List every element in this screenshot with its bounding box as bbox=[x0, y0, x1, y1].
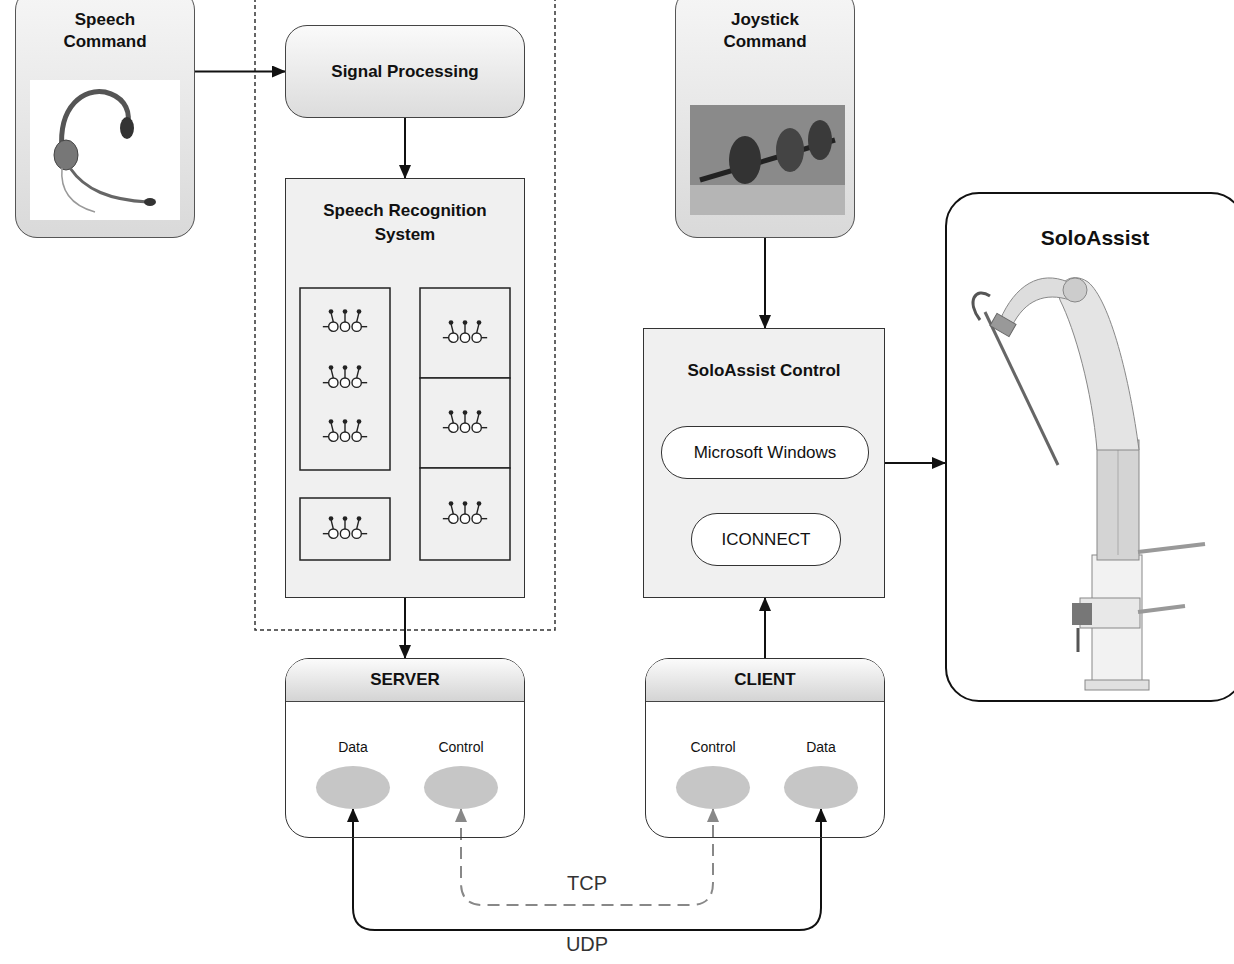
headset-earpiece bbox=[54, 140, 78, 170]
robot-scope bbox=[985, 312, 1058, 465]
headset-mic bbox=[144, 198, 156, 206]
connector-arrow bbox=[195, 71, 285, 73]
dashed-region bbox=[255, 0, 555, 630]
robot-handle bbox=[1138, 606, 1185, 612]
joystick-knob bbox=[776, 128, 804, 172]
port-node: Control bbox=[424, 737, 498, 809]
robot-column bbox=[1097, 440, 1139, 560]
software-pill: Microsoft Windows bbox=[661, 426, 869, 479]
client-box: CLIENT Control Data bbox=[645, 658, 885, 838]
connector-arrow bbox=[353, 809, 821, 930]
edge-label: TCP bbox=[563, 872, 611, 895]
node-label: Data bbox=[784, 737, 858, 757]
model-group bbox=[420, 468, 510, 560]
connector-arrow bbox=[461, 809, 713, 905]
control-box: SoloAssist ControlMicrosoft WindowsICONN… bbox=[643, 328, 885, 598]
node-label: CLIENT bbox=[646, 659, 884, 702]
robot-forearm bbox=[1000, 278, 1070, 326]
joystick-photo bbox=[690, 105, 845, 215]
robot-joint bbox=[1063, 278, 1087, 302]
input-box: Speech Command bbox=[15, 0, 195, 238]
hmm-icon bbox=[323, 419, 367, 441]
hmm-icon bbox=[323, 365, 367, 387]
node-label: ICONNECT bbox=[714, 530, 819, 550]
port-ellipse bbox=[316, 766, 390, 809]
node-label: Joystick Command bbox=[710, 9, 820, 53]
model-group bbox=[300, 288, 390, 470]
headset-photo bbox=[30, 80, 180, 220]
robot-handle bbox=[1138, 544, 1205, 552]
hmm-icon bbox=[443, 410, 487, 432]
software-pill: ICONNECT bbox=[691, 513, 841, 566]
port-node: Data bbox=[316, 737, 390, 809]
robot-plate bbox=[1085, 680, 1149, 690]
node-label: SoloAssist Control bbox=[644, 359, 884, 383]
box-fill bbox=[675, 0, 855, 238]
robot-gripper bbox=[973, 293, 990, 320]
model-group bbox=[420, 378, 510, 468]
process-box: Signal Processing bbox=[285, 25, 525, 118]
port-node: Data bbox=[784, 737, 858, 809]
joystick-knob bbox=[808, 120, 832, 160]
headset-boom bbox=[70, 168, 148, 202]
node-label: Speech Command bbox=[50, 9, 160, 53]
robot-pin bbox=[1077, 628, 1080, 652]
node-label: SoloAssist bbox=[947, 226, 1234, 250]
node-label: Control bbox=[676, 737, 750, 757]
robot-arm bbox=[1059, 278, 1139, 450]
model-group bbox=[300, 498, 390, 560]
node-label: Microsoft Windows bbox=[686, 443, 845, 463]
robot-holder bbox=[990, 313, 1016, 336]
joystick-surface bbox=[690, 185, 845, 215]
port-ellipse bbox=[784, 766, 858, 809]
connector-arrow bbox=[404, 598, 406, 658]
box-fill bbox=[15, 0, 195, 238]
hmm-icon bbox=[323, 309, 367, 331]
port-ellipse bbox=[424, 766, 498, 809]
input-box: Joystick Command bbox=[675, 0, 855, 238]
hmm-icon bbox=[443, 501, 487, 523]
connector-arrow bbox=[885, 462, 945, 464]
node-label: Speech Recognition System bbox=[286, 199, 524, 247]
robot-panel: SoloAssist bbox=[945, 192, 1234, 702]
box-fill bbox=[285, 178, 525, 598]
server-box: SERVER Data Control bbox=[285, 658, 525, 838]
hmm-icon bbox=[323, 516, 367, 538]
node-label: Signal Processing bbox=[323, 62, 486, 82]
robot-clamp bbox=[1072, 603, 1092, 625]
node-label: Data bbox=[316, 737, 390, 757]
robot-seam bbox=[1118, 445, 1119, 555]
connector-arrow bbox=[764, 238, 766, 328]
port-node: Control bbox=[676, 737, 750, 809]
headset-pad bbox=[120, 117, 134, 139]
node-label: SERVER bbox=[286, 659, 524, 702]
edge-label: UDP bbox=[562, 933, 612, 956]
system-box: Speech Recognition System bbox=[285, 178, 525, 598]
hmm-icon bbox=[443, 320, 487, 342]
port-ellipse bbox=[676, 766, 750, 809]
model-group bbox=[420, 288, 510, 378]
headset-cable bbox=[62, 168, 95, 212]
connector-arrow bbox=[404, 118, 406, 178]
connector-arrow bbox=[764, 598, 766, 658]
node-label: Control bbox=[424, 737, 498, 757]
joystick-knob bbox=[729, 136, 761, 184]
